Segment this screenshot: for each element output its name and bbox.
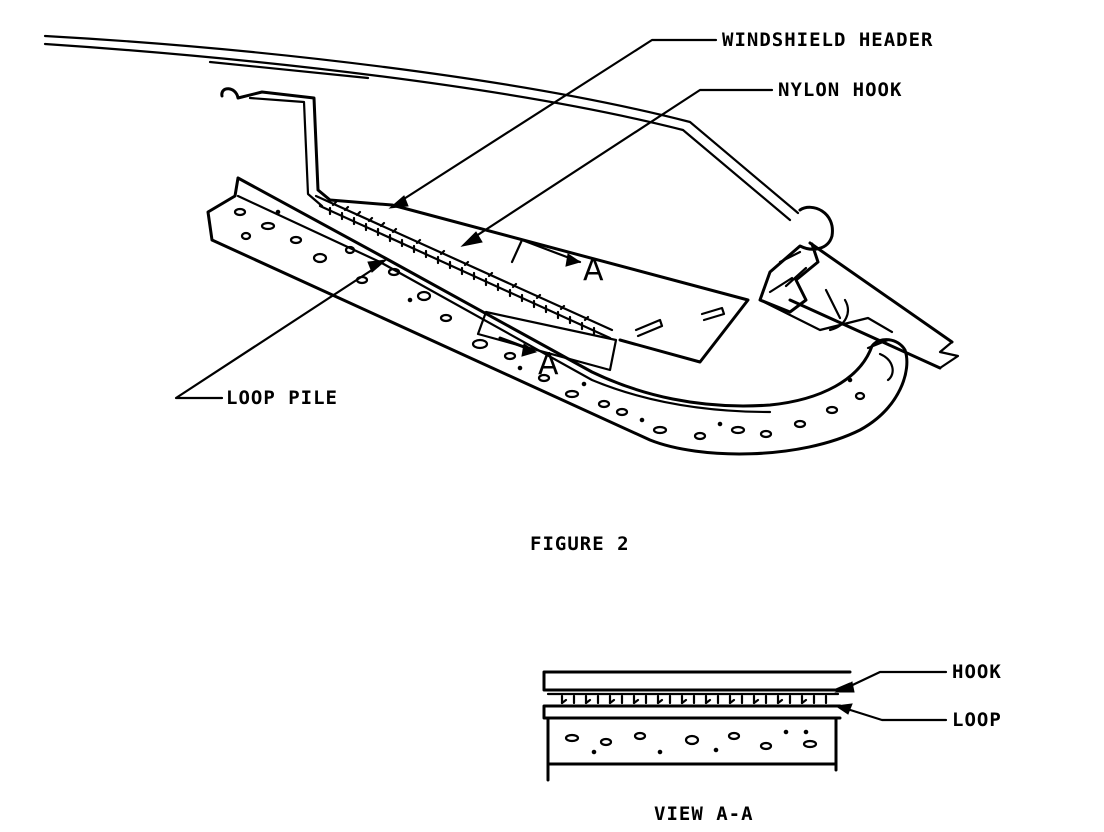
view-caption: VIEW A-A <box>654 803 754 825</box>
section-foam-pad <box>546 716 838 782</box>
hook-arrowhead <box>834 681 855 693</box>
view-a-a-callouts: HOOK LOOP <box>834 661 1002 731</box>
section-marker-lower: A <box>538 347 559 382</box>
loop-leader <box>842 706 948 722</box>
main-assembly-drawing: A A <box>43 34 960 456</box>
nylon-hook-arrowhead <box>460 231 483 247</box>
loop-pile-panel <box>476 310 618 372</box>
hook-fasteners <box>328 200 596 336</box>
roof-panel-line-inner <box>43 42 792 222</box>
headliner-pad-outline <box>206 176 909 456</box>
hook-leader <box>840 670 948 692</box>
windshield-glass-lower <box>788 298 942 370</box>
windshield-glass-upper <box>808 241 954 344</box>
loop-pile-label: LOOP PILE <box>226 387 338 409</box>
nylon-hook-leader <box>468 88 774 242</box>
retainer-clip-2 <box>700 306 726 322</box>
roof-panel-edge <box>208 60 370 80</box>
section-marker-upper: A <box>583 253 604 288</box>
loop-label: LOOP <box>952 709 1002 731</box>
section-hook-fasteners <box>560 694 828 705</box>
retainer-clip-1 <box>634 318 664 338</box>
windshield-glass-break <box>938 340 960 370</box>
weatherstrip-seal <box>758 205 834 314</box>
windshield-header-label: WINDSHIELD HEADER <box>722 29 933 51</box>
view-a-a-drawing <box>542 670 852 782</box>
section-foam-texture <box>564 729 818 755</box>
nylon-hook-strip <box>314 194 614 340</box>
main-callouts: WINDSHIELD HEADER NYLON HOOK LOOP PILE <box>174 29 933 409</box>
garnish-molding <box>758 288 894 334</box>
loop-pile-leader <box>174 264 380 400</box>
section-header-panel <box>542 670 852 692</box>
roof-panel-line-outer <box>43 34 800 215</box>
foam-texture <box>233 207 866 441</box>
windshield-header-bracket <box>220 87 750 364</box>
nylon-hook-label: NYLON HOOK <box>778 79 902 101</box>
figure-caption: FIGURE 2 <box>530 533 630 555</box>
windshield-header-leader <box>394 38 718 206</box>
loop-pile-arrowhead <box>367 259 388 273</box>
headliner-pad-top-line <box>236 194 772 414</box>
section-line-a: A A <box>498 238 604 382</box>
windshield-header-bracket-inner <box>248 96 324 208</box>
hook-label: HOOK <box>952 661 1002 683</box>
loop-arrowhead <box>834 703 853 715</box>
headliner-pad-end <box>866 338 894 382</box>
weatherstrip-texture <box>768 250 808 294</box>
section-loop-layer <box>542 704 842 720</box>
windshield-header-arrowhead <box>388 195 409 209</box>
